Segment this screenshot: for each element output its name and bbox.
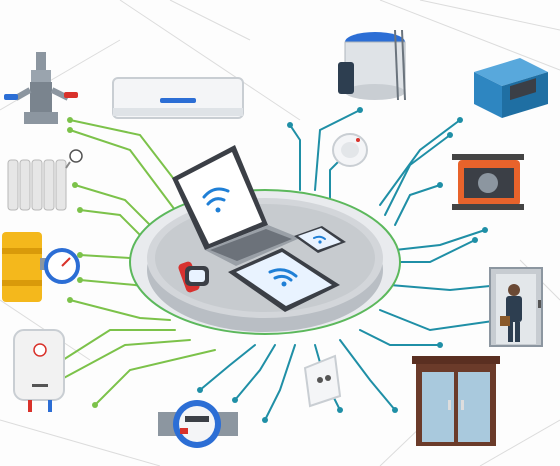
utility-meter (158, 400, 238, 448)
laptop (172, 145, 300, 266)
water-tank (338, 29, 406, 101)
smartwatch (178, 261, 209, 293)
wifi-icon (313, 235, 326, 244)
person-icon (500, 284, 522, 342)
tablet (228, 248, 340, 312)
wifi-icon (268, 268, 298, 287)
elevator (489, 267, 543, 347)
circuit-traces-teal (199, 109, 501, 421)
wall-socket (303, 354, 342, 408)
wifi-icon (202, 187, 230, 213)
thermostat-gauge-icon (69, 149, 83, 163)
valve-handle-blue-icon (4, 94, 18, 100)
portable-generator (452, 154, 524, 210)
double-door (412, 356, 500, 446)
standby-generator (474, 58, 548, 118)
pipe-valve-manifold (4, 52, 78, 124)
valve-handle-red-icon (64, 92, 78, 98)
smartphone (294, 226, 346, 253)
air-conditioner (112, 77, 244, 119)
gas-meter (2, 232, 80, 302)
smoke-detector (332, 133, 368, 167)
radiator (7, 149, 83, 211)
water-heater (13, 329, 65, 412)
